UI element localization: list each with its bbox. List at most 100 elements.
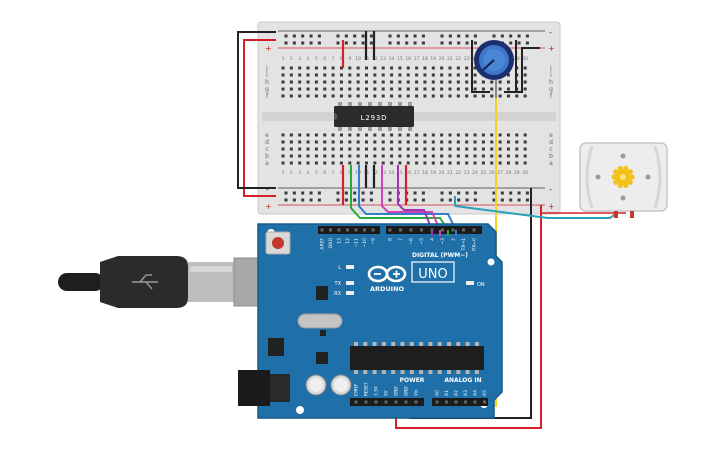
rail-minus-sign-tr: - [549,28,552,37]
power-pin-hole[interactable] [394,400,398,404]
l293d-chip[interactable]: L293D [334,102,414,131]
digital-pin-label: AREF [320,238,326,250]
power-pin-label: GND [394,386,399,396]
analog-pin-hole[interactable] [454,400,458,404]
digital-pin-hole[interactable] [388,228,392,232]
rail-hole [509,198,513,202]
analog-pin-hole[interactable] [435,400,439,404]
power-pin-hole[interactable] [354,400,358,404]
breadboard-hole [348,80,352,84]
breadboard-hole [423,80,427,84]
breadboard-hole [473,154,477,158]
digital-pin-hole[interactable] [346,228,349,232]
mcu-pin [419,370,424,374]
capacitors [305,374,352,396]
digital-pin-hole[interactable] [441,228,444,232]
breadboard-hole [448,94,452,98]
digital-pin-hole[interactable] [320,228,324,232]
column-number-bottom: 16 [405,170,411,176]
breadboard-hole [289,140,293,144]
breadboard-hole [440,80,444,84]
breadboard-hole [373,147,377,151]
breadboard-hole [440,94,444,98]
rail-hole [361,41,365,45]
power-pin-hole[interactable] [364,400,368,404]
row-label-right: f [550,93,553,100]
breadboard-hole [381,80,385,84]
breadboard-hole [373,80,377,84]
dc-motor-icon[interactable] [579,142,668,218]
arduino-uno-board: L TX RX ON ARDUINO UNO DIGITAL (PWM~) PO… [238,223,503,419]
analog-pin-hole[interactable] [483,400,486,404]
digital-pin-label: 12 [345,238,351,244]
digital-pin-hole[interactable] [363,228,366,232]
power-pin-hole[interactable] [384,400,388,404]
rail-hole [448,41,452,45]
analog-pin-hole[interactable] [445,400,448,404]
chip-pin [368,126,372,131]
digital-pin-hole[interactable] [354,228,358,232]
crystal-oscillator [297,313,343,329]
rail-hole [525,34,529,38]
digital-pin-hole[interactable] [409,228,413,232]
analog-pin-holes [435,400,486,404]
breadboard-hole [423,94,427,98]
power-header[interactable] [350,398,424,406]
analog-header[interactable] [432,398,488,406]
breadboard-hole [523,133,527,137]
digital-pin-hole[interactable] [337,228,341,232]
usb-plug-shine [190,266,232,272]
digital-pin-label: RX←0 [472,238,478,251]
potentiometer-icon[interactable] [471,40,517,98]
power-pin-hole[interactable] [374,400,378,404]
breadboard-hole [448,154,452,158]
digital-header[interactable] [318,226,482,234]
breadboard-hole [406,133,410,137]
digital-pin-hole[interactable] [462,228,465,232]
breadboard-hole [481,147,485,151]
breadboard-hole [373,94,377,98]
breadboard-hole [506,87,510,91]
power-pin-label: 5V [384,390,389,396]
breadboard-hole [523,147,527,151]
breadboard-hole [456,73,460,77]
row-label-left: a [265,160,269,167]
usb-cable-icon [58,256,267,308]
rail-hole [473,191,477,195]
breadboard-hole [323,154,327,158]
digital-pin-hole[interactable] [472,228,476,232]
breadboard-hole [481,94,485,98]
digital-pin-hole[interactable] [451,228,455,232]
digital-pin-hole[interactable] [371,228,375,232]
reset-button-icon[interactable] [265,231,291,255]
power-pin-hole[interactable] [414,400,418,404]
analog-pin-hole[interactable] [464,400,467,404]
rail-hole [344,41,348,45]
power-pin-label: GND [404,386,409,396]
chip-pin [378,102,382,107]
rail-hole [517,34,521,38]
wire-red-left-rail [243,39,276,197]
chip-pin [408,102,412,107]
digital-pin-hole[interactable] [399,228,402,232]
breadboard-hole [506,80,510,84]
column-number-bottom: 24 [472,170,478,176]
breadboard-hole [339,133,343,137]
rail-hole [440,41,444,45]
breadboard-hole [406,140,410,144]
digital-pin-hole[interactable] [329,228,332,232]
power-pin-hole[interactable] [404,400,408,404]
rail-hole [344,34,348,38]
column-number-bottom: 5 [315,170,318,176]
power-pin-label: IOREF [354,383,359,396]
analog-pin-hole[interactable] [473,400,477,404]
breadboard-hole [481,154,485,158]
digital-pin-label: ~6 [409,238,415,245]
breadboard-hole [331,80,335,84]
column-number-top: 16 [405,56,411,62]
breadboard-hole [381,73,385,77]
digital-pin-hole[interactable] [420,228,423,232]
rail-hole [473,34,477,38]
breadboard-hole [490,80,494,84]
